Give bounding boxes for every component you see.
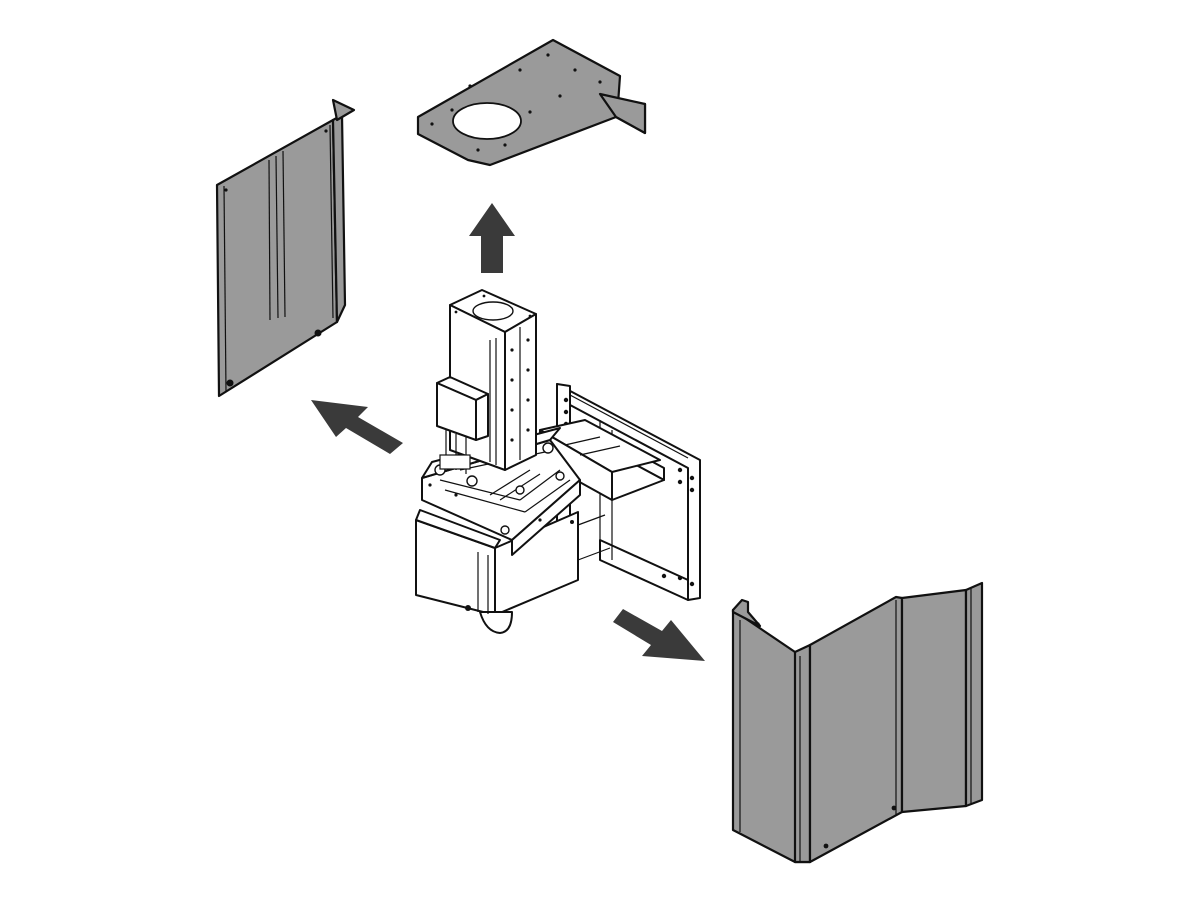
core-machine-assembly xyxy=(415,289,701,634)
arrow-down-right xyxy=(613,609,705,661)
left-side-panel xyxy=(215,98,356,398)
arrow-up-left xyxy=(311,400,403,454)
top-plate xyxy=(416,38,647,167)
right-cover-panel xyxy=(731,581,984,864)
arrow-up xyxy=(469,203,515,273)
